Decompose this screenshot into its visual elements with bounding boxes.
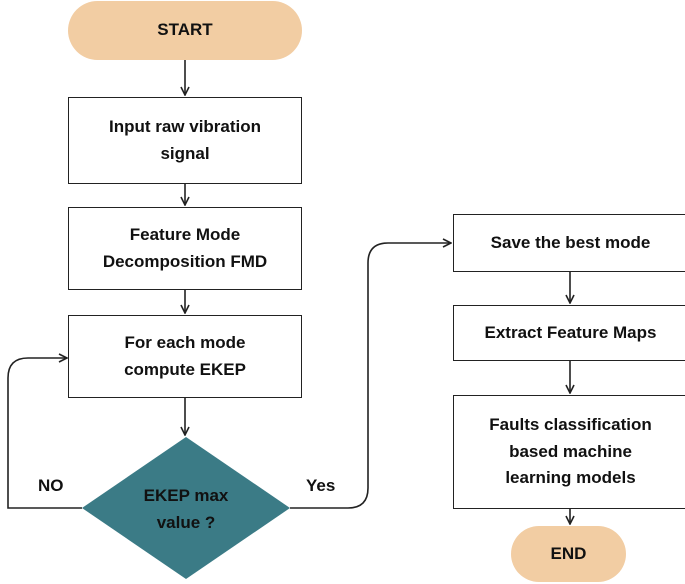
fmd-box: Feature Mode Decomposition FMD	[68, 207, 302, 290]
ekep-label-line2: compute EKEP	[124, 359, 246, 379]
extract-maps-box: Extract Feature Maps	[453, 305, 685, 361]
save-label: Save the best mode	[490, 232, 651, 252]
arrow-yes-path	[290, 243, 451, 509]
faults-label-line1: Faults classification	[489, 415, 652, 435]
start-label: START	[157, 20, 213, 40]
faults-label-line2: based machine	[509, 441, 632, 461]
arrow-no-loop	[7, 358, 82, 509]
fmd-label-line1: Feature Mode	[129, 225, 241, 245]
yes-label: Yes	[306, 476, 336, 495]
start-terminal: START	[68, 1, 302, 60]
ekep-label-line1: For each mode	[124, 333, 246, 353]
decision-diamond	[82, 437, 290, 579]
faults-classification-box: Faults classification based machine lear…	[453, 395, 685, 509]
faults-label-line3: learning models	[505, 468, 636, 488]
input-label-line2: signal	[160, 143, 210, 163]
decision-label-line2: value ?	[156, 513, 216, 532]
extract-label: Extract Feature Maps	[484, 322, 657, 342]
ekep-box: For each mode compute EKEP	[68, 315, 302, 398]
end-label: END	[550, 543, 587, 563]
decision-label-line1: EKEP max	[143, 485, 229, 505]
input-label-line1: Input raw vibration	[108, 117, 262, 137]
end-terminal: END	[511, 526, 626, 582]
no-label: NO	[38, 476, 64, 495]
save-mode-box: Save the best mode	[453, 214, 685, 272]
decision-text: EKEP max value ?	[98, 468, 274, 550]
input-signal-box: Input raw vibration signal	[68, 97, 302, 184]
fmd-label-line2: Decomposition FMD	[102, 251, 268, 271]
